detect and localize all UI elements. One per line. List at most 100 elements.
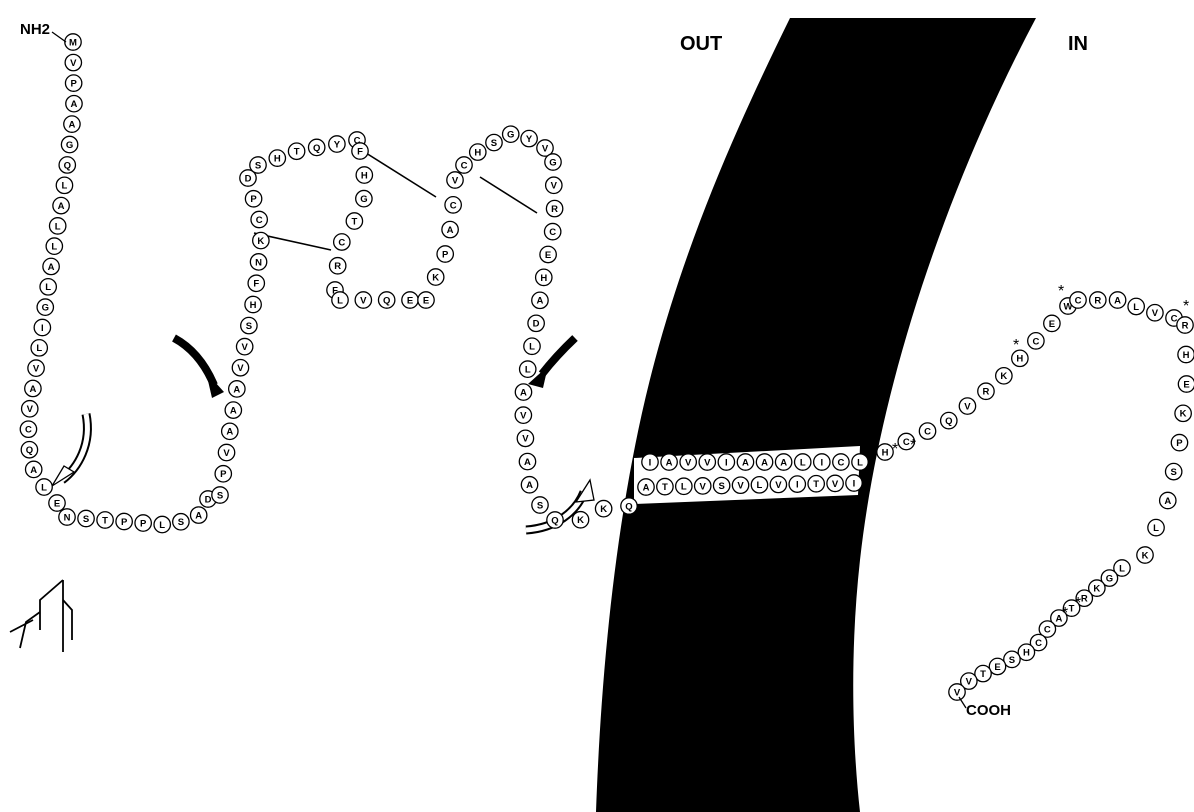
- asterisk-icon: *: [1183, 298, 1189, 315]
- residue-C: C: [20, 421, 36, 437]
- svg-text:L: L: [159, 520, 165, 531]
- svg-text:L: L: [55, 221, 61, 232]
- residue-C: C: [544, 223, 560, 239]
- svg-text:C: C: [338, 237, 345, 248]
- svg-text:A: A: [643, 482, 650, 493]
- residue-A: A: [775, 454, 791, 470]
- svg-text:L: L: [529, 342, 535, 353]
- svg-text:H: H: [882, 447, 889, 458]
- residue-H: H: [877, 444, 893, 460]
- asterisk-icon: *: [1013, 337, 1019, 354]
- svg-text:A: A: [29, 384, 36, 395]
- inside-label: IN: [1068, 33, 1088, 55]
- residue-V: V: [218, 444, 234, 460]
- svg-text:L: L: [757, 480, 763, 491]
- residue-I: I: [34, 319, 50, 335]
- svg-text:I: I: [725, 457, 728, 468]
- residue-K: K: [595, 500, 611, 516]
- residue-L: L: [676, 478, 692, 494]
- asterisk-icon: *: [1062, 605, 1068, 622]
- svg-text:E: E: [1049, 319, 1055, 330]
- residue-C: C: [456, 157, 472, 173]
- svg-text:T: T: [662, 482, 668, 493]
- residue-P: P: [65, 75, 81, 91]
- residue-R: R: [1177, 317, 1193, 333]
- svg-text:F: F: [253, 279, 259, 290]
- residue-A: A: [190, 507, 206, 523]
- residue-Q: Q: [378, 292, 394, 308]
- residue-G: G: [503, 126, 519, 142]
- outside-label: OUT: [680, 33, 722, 55]
- svg-text:A: A: [666, 457, 673, 468]
- svg-text:E: E: [1183, 379, 1189, 390]
- residue-A: A: [638, 479, 654, 495]
- svg-text:V: V: [360, 295, 367, 306]
- asterisk-icon: *: [892, 441, 898, 458]
- residue-G: G: [61, 136, 77, 152]
- residue-C: C: [919, 423, 935, 439]
- residue-T: T: [657, 478, 673, 494]
- svg-text:E: E: [407, 295, 413, 306]
- residue-Q: Q: [308, 139, 324, 155]
- svg-text:E: E: [545, 250, 551, 261]
- svg-text:C: C: [1035, 638, 1042, 649]
- svg-text:I: I: [649, 457, 652, 468]
- svg-text:V: V: [33, 364, 40, 375]
- residue-V: V: [65, 54, 81, 70]
- residue-V: V: [770, 476, 786, 492]
- svg-text:P: P: [1176, 438, 1183, 449]
- residue-V: V: [447, 172, 463, 188]
- residue-F: F: [248, 275, 264, 291]
- svg-text:A: A: [1164, 496, 1171, 507]
- residue-F: F: [352, 143, 368, 159]
- residue-Q: Q: [21, 442, 37, 458]
- svg-text:C: C: [1075, 295, 1082, 306]
- residue-S: S: [241, 317, 257, 333]
- residue-P: P: [135, 515, 151, 531]
- residue-L: L: [524, 338, 540, 354]
- svg-text:L: L: [62, 181, 68, 192]
- svg-text:P: P: [220, 469, 227, 480]
- svg-text:I: I: [41, 323, 44, 334]
- svg-text:I: I: [820, 457, 823, 468]
- residue-S: S: [212, 487, 228, 503]
- svg-text:V: V: [964, 401, 971, 412]
- glycosylation-tree-icon: [10, 580, 72, 652]
- residue-E: E: [1044, 315, 1060, 331]
- residue-L: L: [49, 218, 65, 234]
- residue-A: A: [25, 380, 41, 396]
- svg-text:G: G: [66, 140, 73, 151]
- svg-text:A: A: [68, 120, 75, 131]
- residue-C: C: [1028, 333, 1044, 349]
- svg-text:S: S: [246, 321, 252, 332]
- residue-V: V: [517, 430, 533, 446]
- residue-M: M: [65, 34, 81, 50]
- residue-K: K: [572, 512, 588, 528]
- svg-text:H: H: [1016, 354, 1023, 365]
- residue-V: V: [28, 360, 44, 376]
- c-terminus-label: COOH: [966, 702, 1011, 719]
- residue-L: L: [46, 238, 62, 254]
- residue-Y: Y: [329, 136, 345, 152]
- residue-V: V: [355, 292, 371, 308]
- residue-A: A: [53, 197, 69, 213]
- residue-C: C: [334, 234, 350, 250]
- residue-V: V: [546, 177, 562, 193]
- svg-text:A: A: [780, 457, 787, 468]
- svg-text:V: V: [954, 687, 961, 698]
- svg-text:C: C: [256, 215, 263, 226]
- residue-I: I: [789, 476, 805, 492]
- residue-R: R: [1090, 292, 1106, 308]
- svg-text:A: A: [537, 296, 544, 307]
- svg-text:H: H: [1023, 648, 1030, 659]
- residue-H: H: [269, 150, 285, 166]
- residue-L: L: [852, 454, 868, 470]
- svg-text:K: K: [1180, 409, 1187, 420]
- svg-text:L: L: [1133, 302, 1139, 313]
- svg-text:R: R: [983, 387, 990, 398]
- svg-text:C: C: [924, 426, 931, 437]
- svg-text:L: L: [45, 282, 51, 293]
- residue-V: V: [959, 398, 975, 414]
- residue-P: P: [437, 246, 453, 262]
